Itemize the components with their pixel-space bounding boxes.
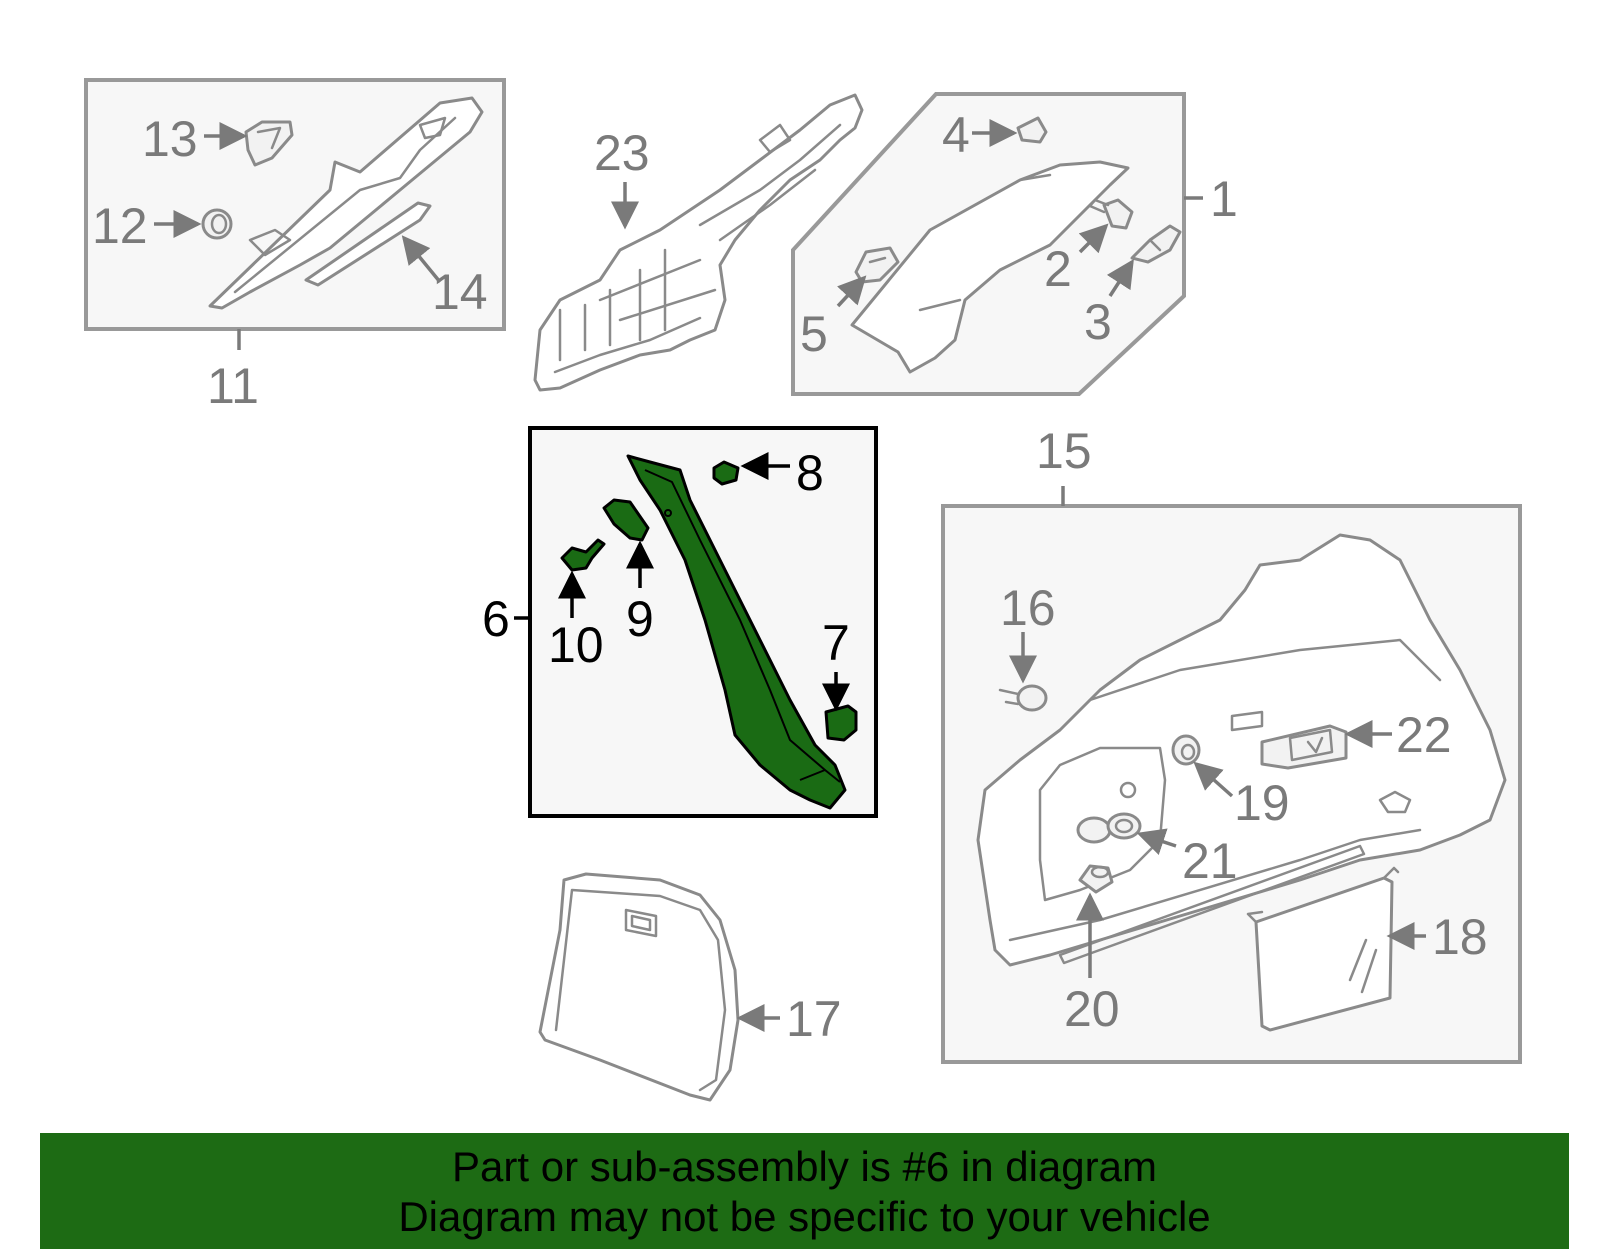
footer-note-disclaimer: Diagram may not be specific to your vehi… (398, 1193, 1211, 1240)
callout-9: 9 (626, 591, 654, 647)
callout-14: 14 (432, 264, 488, 320)
part-9-clip[interactable] (602, 498, 650, 542)
part-2-fastener[interactable] (1088, 198, 1134, 230)
callout-4: 4 (942, 107, 970, 163)
group-11: 13 12 14 11 (84, 78, 506, 414)
part-19-plug[interactable] (1171, 734, 1201, 766)
part-20-socket[interactable] (1078, 864, 1114, 894)
callout-2: 2 (1044, 241, 1072, 297)
callout-6: 6 (482, 591, 510, 647)
callout-21: 21 (1182, 833, 1238, 889)
group-15: 15 16 22 19 21 20 18 (941, 423, 1522, 1064)
callout-12: 12 (92, 198, 148, 254)
part-7-clip[interactable] (824, 704, 858, 742)
part-23-bracket[interactable] (533, 93, 864, 392)
callout-15: 15 (1036, 423, 1092, 479)
footer-note-part: Part or sub-assembly is #6 in diagram (452, 1143, 1157, 1190)
part-18-cover[interactable] (1246, 866, 1400, 1032)
group-6: 8 9 10 7 6 (482, 426, 878, 818)
callout-17: 17 (786, 991, 842, 1047)
part-21-sockets[interactable] (1076, 812, 1142, 844)
callout-16: 16 (1000, 580, 1056, 636)
callout-10: 10 (548, 617, 604, 673)
callout-13: 13 (142, 111, 198, 167)
part-1-quarter-panel[interactable] (850, 160, 1130, 374)
part-8-screw[interactable] (712, 460, 740, 486)
group-1: 4 1 2 3 5 (791, 92, 1238, 396)
part-17-cover-panel[interactable] (538, 872, 740, 1102)
callout-11: 11 (207, 358, 259, 414)
callout-19: 19 (1234, 775, 1290, 831)
part-6-pillar-trim[interactable] (626, 454, 847, 810)
callout-8: 8 (796, 445, 824, 501)
part-12-fastener[interactable] (201, 208, 233, 240)
part-22-lamp[interactable] (1260, 724, 1348, 770)
callout-20: 20 (1064, 981, 1120, 1037)
callout-23: 23 (594, 125, 650, 181)
callout-18: 18 (1432, 909, 1488, 965)
part-16-fastener[interactable] (998, 684, 1048, 712)
part-14-trim-strip[interactable] (304, 201, 432, 287)
callout-5: 5 (800, 306, 828, 362)
footer-banner: Part or sub-assembly is #6 in diagram Di… (40, 1133, 1569, 1249)
callout-3: 3 (1084, 294, 1112, 350)
part-4-clip[interactable] (1016, 116, 1048, 144)
part-10-push-pin[interactable] (560, 538, 606, 572)
callout-7: 7 (822, 615, 850, 671)
callout-22: 22 (1396, 707, 1452, 763)
callout-1: 1 (1210, 171, 1238, 227)
